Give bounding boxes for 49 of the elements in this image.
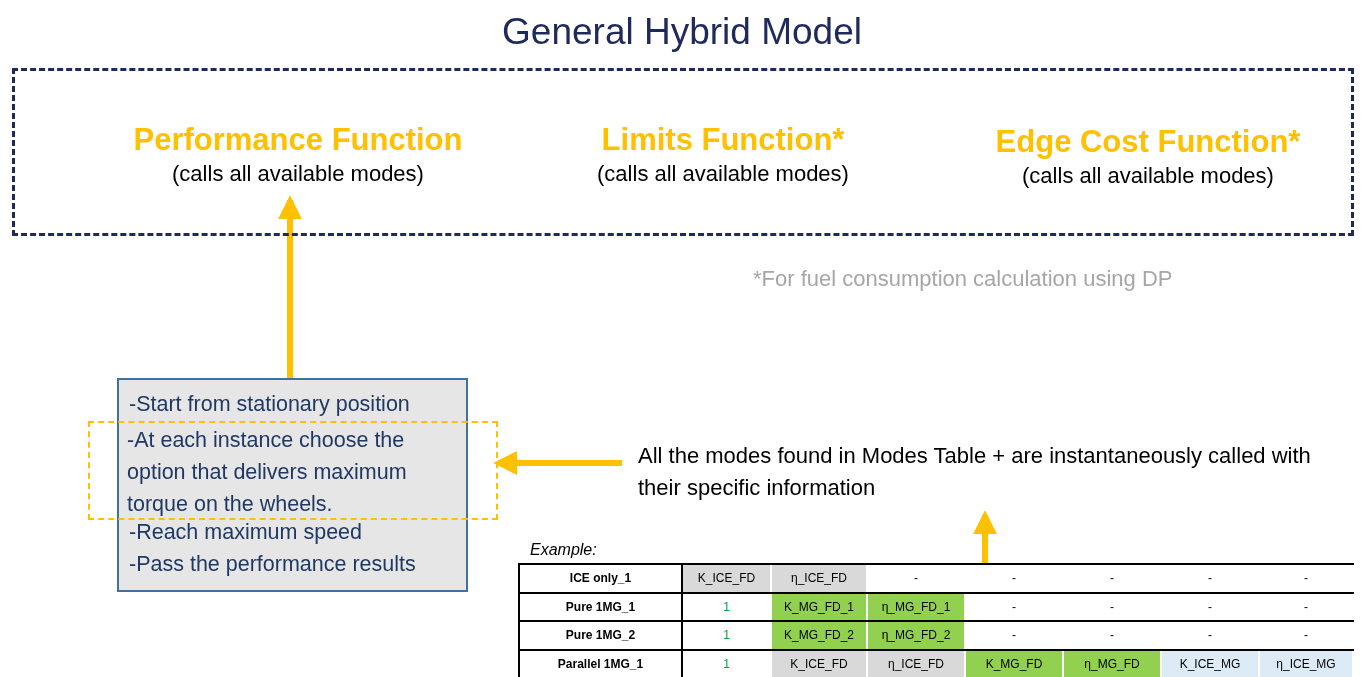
example-caption: Example: [530,540,597,560]
table-cell: K_ICE_FD [772,650,868,677]
arrow [973,510,997,563]
process-box [117,378,468,592]
function-subtitle: (calls all available modes) [172,159,424,188]
table-cell: η_ICE_MG [1260,650,1354,677]
function-subtitle: (calls all available modes) [597,159,849,188]
table-cell: η_ICE_FD [868,650,966,677]
title: General Hybrid Model [501,10,863,54]
table-cell: - [1064,593,1162,620]
function-heading: Performance Function [133,121,463,159]
table-cell: - [1162,622,1260,649]
bullet-text: -Start from stationary position [129,391,411,418]
highlight-frame [88,421,498,520]
function-heading: Edge Cost Function* [995,123,1301,161]
table-cell: - [1260,593,1354,620]
table-cell: - [1064,622,1162,649]
table-cell: - [1162,565,1260,592]
function-subtitle: (calls all available modes) [1022,161,1274,190]
table-cell: K_ICE_MG [1162,650,1260,677]
table-cell: K_ICE_FD [683,565,772,592]
bullet-text: -Pass the performance results [129,551,417,578]
bullet-text: -At each instance choose the option that delivers maximum torque on the wheels. [127,427,408,518]
table-cell: - [1260,622,1354,649]
modes-table [518,563,1354,677]
table-cell: - [1064,565,1162,592]
table-cell: K_MG_FD [966,650,1064,677]
table-cell: - [966,565,1064,592]
table-cell: - [966,593,1064,620]
table-cell: K_MG_FD_1 [772,593,868,620]
table-cell: - [1162,593,1260,620]
row-header: Pure 1MG_1 [518,593,683,620]
function-heading: Limits Function* [601,121,845,159]
row-header: Parallel 1MG_1 [518,650,683,677]
table-cell: η_MG_FD [1064,650,1162,677]
table-cell: - [868,565,966,592]
table-cell: - [966,622,1064,649]
bullet-text: -Reach maximum speed [129,519,363,546]
table-cell: η_ICE_FD [772,565,868,592]
arrow [278,195,302,378]
table-cell: η_MG_FD_1 [868,593,966,620]
arrow [493,451,622,475]
table-cell: K_MG_FD_2 [772,622,868,649]
table-cell: η_MG_FD_2 [868,622,966,649]
footnote: *For fuel consumption calculation using DP [753,265,1173,293]
row-header: Pure 1MG_2 [518,622,683,649]
description-text: All the modes found in Modes Table + are instantaneously called with their specific information [637,442,1312,502]
dashed-frame [12,68,1354,236]
table-cell: - [1260,565,1354,592]
